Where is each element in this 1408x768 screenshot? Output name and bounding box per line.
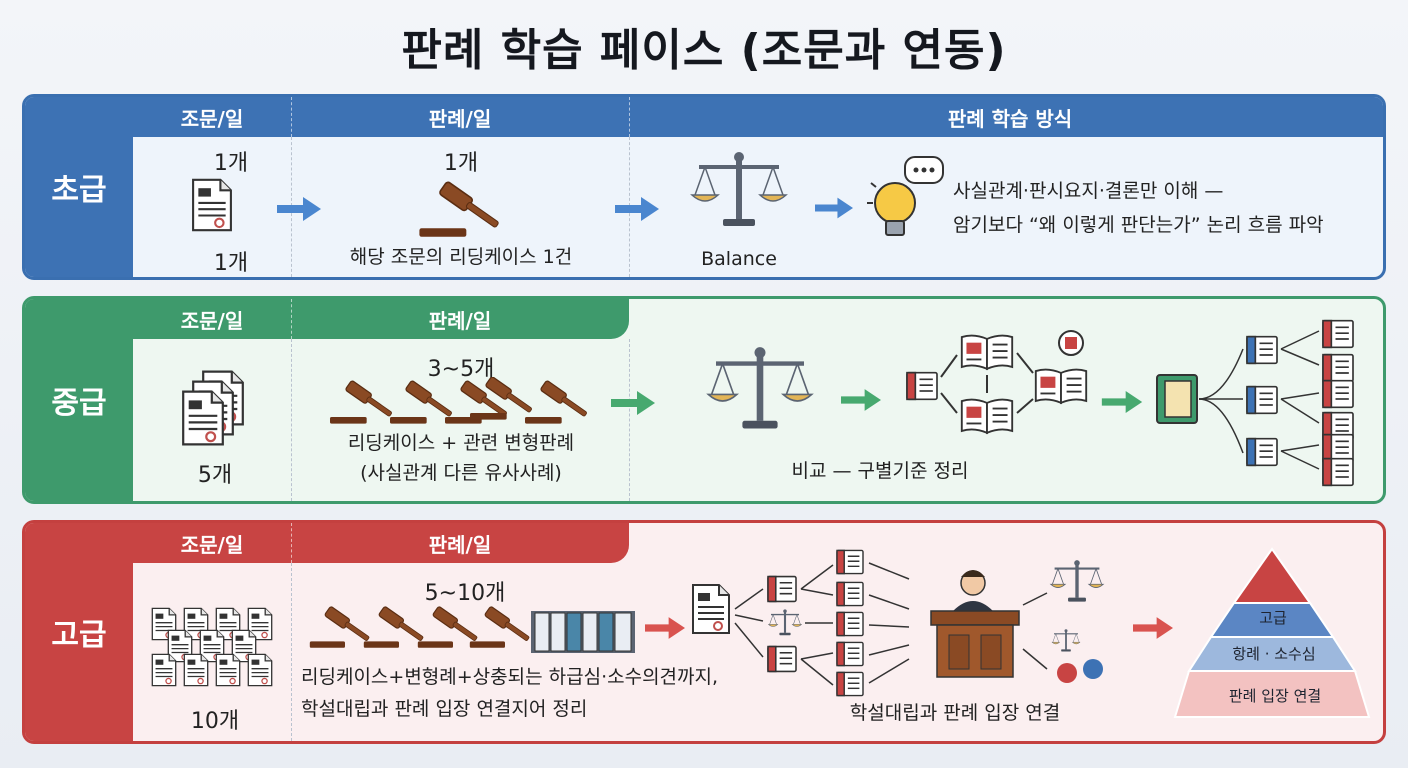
header-method: 판례 학습 방식 [947, 106, 1073, 131]
pyramid-bottom-label: 판례 입장 연결 [1228, 687, 1322, 705]
balance-label: Balance [701, 248, 777, 270]
gavels-icon [309, 605, 532, 649]
scale-icon [705, 345, 815, 435]
arrow-right-icon [1133, 617, 1173, 639]
article-count: 10개 [190, 709, 240, 734]
arrow-right-icon [611, 391, 655, 415]
method-line-2: 암기보다 “왜 이렇게 판단는가” 논리 흐름 파악 [953, 214, 1324, 236]
level-label-beginner: 초급 [25, 97, 133, 277]
case-description-line-1: 리딩케이스 + 관련 변형판례 [347, 432, 575, 454]
documents-grid-icon [151, 607, 273, 687]
arrow-right-icon [615, 197, 659, 221]
arrow-right-icon [645, 617, 685, 639]
arrow-right-icon [1101, 391, 1143, 413]
case-comparison-icon [906, 330, 1088, 434]
gavels-icon [329, 377, 590, 425]
scale-icon [689, 151, 789, 231]
case-description-line-1: 리딩케이스+변형례+상충되는 하급심·소수의견까지, [301, 666, 719, 688]
header-bar-beginner: 조문/일 판례/일 판례 학습 방식 [133, 97, 1383, 137]
panel-intermediate: 중급 조문/일 판례/일 5개 3~5개 리딩케이스 + 관련 변형판례 (사실… [22, 296, 1386, 504]
header-bar-advanced: 조문/일 판례/일 [133, 523, 629, 563]
pyramid-top-label: 고급 [1259, 609, 1287, 627]
case-description-line-2: 학설대립과 판례 입장 연결지어 정리 [301, 698, 588, 720]
case-count: 1개 [443, 151, 479, 176]
level-label-intermediate: 중급 [25, 299, 133, 501]
books-shelf-icon [531, 611, 635, 653]
case-count: 3~5개 [427, 357, 495, 382]
header-case: 판례/일 [428, 532, 492, 557]
lightbulb-icon [867, 156, 944, 236]
method-caption: 비교 — 구별기준 정리 [791, 460, 969, 482]
doctrine-flow-icon [692, 549, 1105, 697]
panel-beginner: 초급 조문/일 판례/일 판례 학습 방식 1개 1개 1개 해당 조문의 리딩… [22, 94, 1386, 280]
header-article: 조문/일 [180, 106, 244, 131]
header-case: 판례/일 [428, 106, 492, 131]
header-article: 조문/일 [180, 308, 244, 333]
panel-advanced: 고급 조문/일 판례/일 10개 5~10개 리딩케이스+변형례+상충되는 하급… [22, 520, 1386, 744]
arrow-right-icon [277, 197, 321, 221]
case-tree-icon [1156, 319, 1354, 487]
case-description: 해당 조문의 리딩케이스 1건 [349, 246, 573, 268]
header-article: 조문/일 [180, 532, 244, 557]
header-case: 판례/일 [428, 308, 492, 333]
arrow-right-icon [815, 197, 853, 219]
header-bar-intermediate: 조문/일 판례/일 [133, 299, 629, 339]
arrow-right-icon [841, 389, 881, 411]
pyramid-icon [1173, 547, 1371, 718]
pyramid-mid-label: 항례 · 소수심 [1232, 645, 1316, 663]
level-label-advanced: 고급 [25, 523, 133, 741]
gavel-icon [413, 177, 509, 241]
documents-stack-icon [182, 370, 244, 446]
method-caption: 학설대립과 판례 입장 연결 [849, 702, 1061, 724]
page-title: 판례 학습 페이스 (조문과 연동) [401, 25, 1007, 76]
method-line-1: 사실관계·판시요지·결론만 이해 — [953, 180, 1224, 202]
document-icon [191, 177, 233, 233]
case-count: 5~10개 [424, 581, 506, 606]
article-count: 5개 [197, 463, 233, 488]
case-description-line-2: (사실관계 다른 유사사례) [360, 462, 562, 484]
article-count-top: 1개 [213, 151, 249, 176]
article-count-bottom: 1개 [213, 251, 249, 276]
